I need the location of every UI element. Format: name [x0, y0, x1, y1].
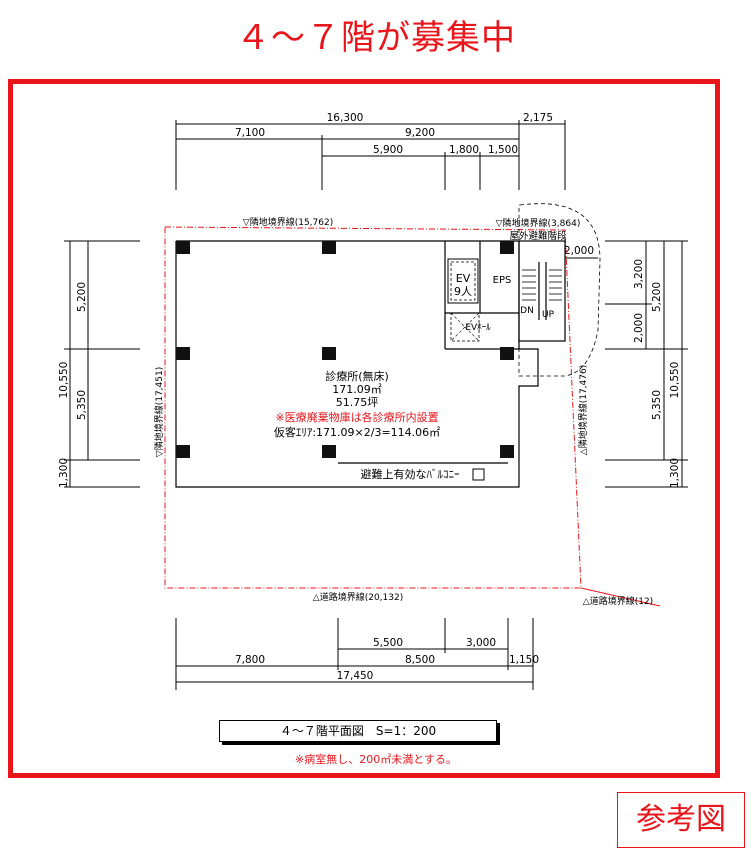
column	[176, 445, 190, 458]
dim-left-10550: 10,550	[58, 362, 70, 399]
dim-left-5200: 5,200	[76, 282, 88, 312]
boundary-north-stair: ▽隣地境界線(3,864)	[496, 217, 581, 229]
dim-top-1800: 1,800	[449, 144, 479, 156]
dim-bottom-1150: 1,150	[509, 654, 539, 666]
boundary-west: ▽隣地境界線(17,451)	[153, 367, 165, 457]
dim-left-5350: 5,350	[76, 390, 88, 420]
room-rental: 仮客ｴﾘｱ:171.09×2/3=114.06㎡	[274, 425, 440, 439]
column	[500, 445, 514, 458]
boundary-south-corner: △道路境界線(12)	[583, 595, 653, 607]
ev-hall-box	[450, 312, 480, 342]
dim-right-5350: 5,350	[651, 390, 663, 420]
column	[176, 241, 190, 254]
dim-bottom-7800: 7,800	[235, 654, 265, 666]
footnote: ※病室無し、200㎡未満とする。	[295, 753, 457, 766]
dim-right-10550: 10,550	[669, 362, 681, 399]
column	[322, 241, 336, 254]
balcony-marker	[472, 468, 485, 481]
dim-right-2000-top: 2,000	[564, 245, 594, 257]
dim-top-7100: 7,100	[235, 127, 265, 139]
dim-bottom-8500: 8,500	[405, 654, 435, 666]
balcony-label: 避難上有効なﾊﾞﾙｺﾆｰ	[361, 467, 460, 481]
page-title: ４～７階が募集中	[236, 18, 516, 58]
room-tsubo: 51.75坪	[336, 396, 379, 409]
stair-zone-outline	[518, 203, 601, 377]
ev-capacity: 9人	[454, 285, 472, 298]
boundary-east: △隣地境界線(17,476)	[577, 365, 589, 455]
dim-bottom-5500: 5,500	[373, 637, 403, 649]
ev-hall-label: EVﾎｰﾙ	[465, 322, 491, 333]
eps-label: EPS	[493, 275, 512, 286]
room-name: 診療所(無床)	[325, 369, 389, 383]
dim-bottom-3000: 3,000	[466, 637, 496, 649]
waste-note: ※医療廃棄物庫は各診療所内設置	[275, 410, 438, 424]
column	[500, 347, 514, 360]
dn-label: DN	[520, 306, 534, 316]
up-label: UP	[542, 310, 555, 320]
dim-top-5900: 5,900	[373, 144, 403, 156]
outdoor-stair	[518, 240, 566, 342]
dim-right-1300: 1,300	[669, 458, 681, 488]
drawing-frame	[8, 79, 720, 778]
boundary-north: ▽隣地境界線(15,762)	[243, 216, 333, 228]
dim-right-3200: 3,200	[633, 259, 645, 289]
dim-top-9200: 9,200	[405, 127, 435, 139]
dim-left-1300: 1,300	[58, 458, 70, 488]
scale-title: ４～７階平面図 S=1：200	[219, 720, 497, 742]
room-area: 171.09㎡	[332, 383, 382, 396]
dim-right-2000: 2,000	[633, 313, 645, 343]
column	[322, 347, 336, 360]
dim-right-5200: 5,200	[651, 282, 663, 312]
column	[322, 445, 336, 458]
column	[176, 347, 190, 360]
site-boundary	[164, 226, 582, 589]
outdoor-stair-label: 屋外避難階段	[509, 230, 567, 242]
dim-top-16300: 16,300	[327, 112, 364, 124]
reference-stamp: 参考図	[617, 792, 745, 848]
ev-label: EV	[456, 272, 471, 285]
road-boundary-corner	[580, 587, 661, 607]
column	[500, 241, 514, 254]
dim-bottom-17450: 17,450	[337, 670, 374, 682]
elevator-car	[447, 258, 479, 304]
building-outline	[175, 240, 539, 488]
boundary-south: △道路境界線(20,132)	[313, 591, 403, 603]
dim-top-1500: 1,500	[488, 144, 518, 156]
dim-top-2175: 2,175	[523, 112, 553, 124]
